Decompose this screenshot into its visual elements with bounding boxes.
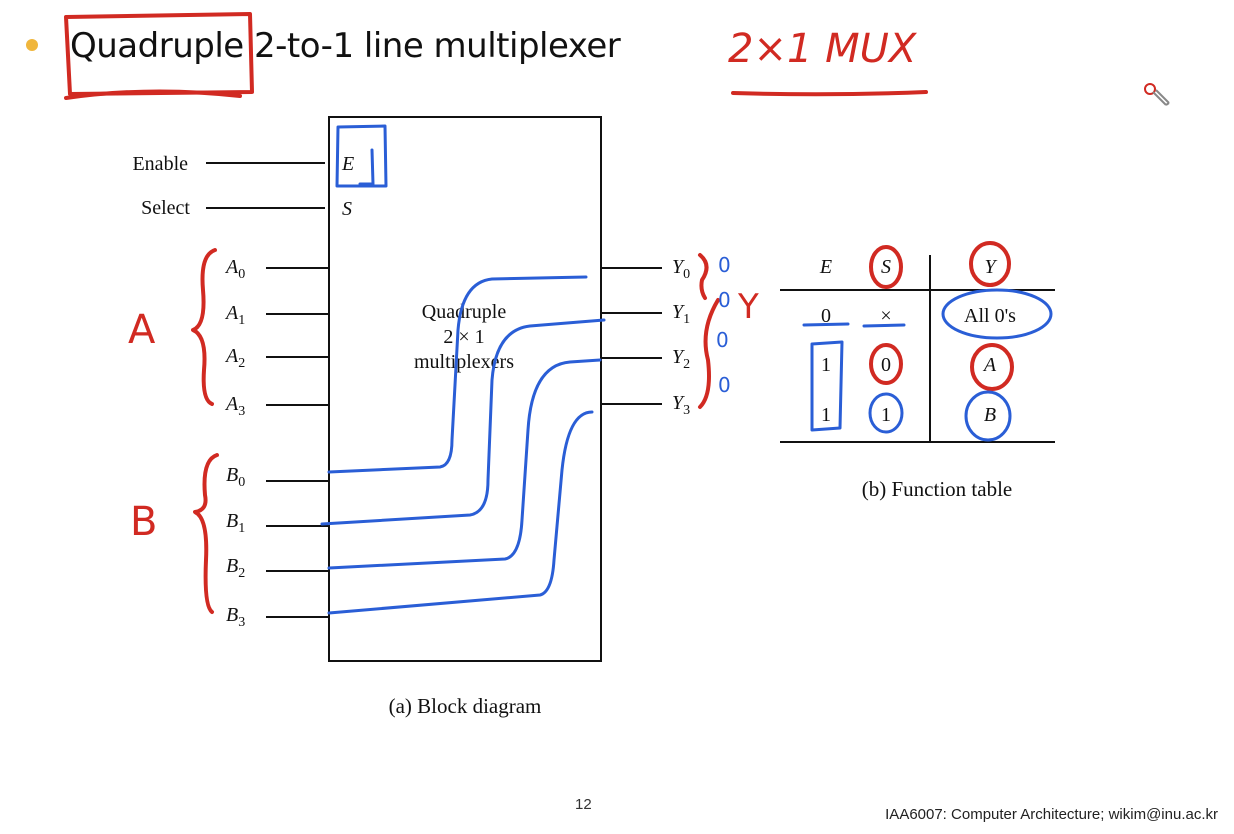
input-b3-label: B3 <box>226 604 245 630</box>
top-note-text: 2×1 MUX <box>728 26 918 72</box>
red-box-around-title-word <box>64 12 254 96</box>
zero-y0: 0 <box>718 253 731 277</box>
input-a2-label: A2 <box>224 345 245 371</box>
group-y-label: Y <box>737 287 759 327</box>
table-cell-e: 0 <box>821 305 831 327</box>
red-circle-header-s <box>869 245 903 289</box>
output-y1: Y1 <box>601 301 690 327</box>
slide-footer: IAA6007: Computer Architecture; wikim@in… <box>885 806 1218 823</box>
table-cell-s: × <box>880 305 891 327</box>
input-b1: B1 <box>226 510 329 536</box>
blue-ink-annotations: 0 0 0 0 <box>320 124 1053 615</box>
input-b2: B2 <box>226 555 329 581</box>
input-a2: A2 <box>224 345 329 371</box>
enable-label: Enable <box>132 153 188 175</box>
output-y3: Y3 <box>601 392 690 418</box>
input-b1-label: B1 <box>226 510 245 536</box>
blue-circle-b <box>964 390 1012 442</box>
blue-box-enable-pin <box>335 124 388 188</box>
red-brace-b <box>193 453 219 614</box>
blue-route-b1-y1 <box>320 318 606 526</box>
blue-circle-all-zeros <box>941 288 1053 340</box>
red-ink-annotations: 2×1 MUX A B Y <box>64 12 1014 614</box>
blue-circle-s1 <box>868 392 904 434</box>
output-y0: Y0 <box>601 256 690 282</box>
bullet-dot <box>26 39 38 51</box>
table-cell-s: 0 <box>881 354 891 376</box>
block-diagram-caption: (a) Block diagram <box>389 694 542 718</box>
enable-pin: E <box>341 153 354 175</box>
input-b2-label: B2 <box>226 555 245 581</box>
input-b0: B0 <box>226 464 329 490</box>
blue-route-b3-y3 <box>327 410 594 615</box>
input-a0-label: A0 <box>224 256 245 282</box>
table-cell-s: 1 <box>881 404 891 426</box>
mux-block <box>328 116 602 662</box>
group-b-label: B <box>130 499 157 545</box>
block-label-line3: multiplexers <box>414 351 514 373</box>
table-header-e: E <box>819 256 832 278</box>
block-label-line2: 2 × 1 <box>443 326 484 348</box>
title-rest: 2-to-1 line multiplexer <box>243 26 621 66</box>
red-brace-y <box>698 253 720 409</box>
table-header-y: Y <box>984 256 997 278</box>
blue-underline-e0 <box>802 322 850 327</box>
group-a-label: A <box>128 307 156 353</box>
table-cell-e: 1 <box>821 404 831 426</box>
table-row: 0 × All 0's <box>821 305 1016 327</box>
input-a1: A1 <box>224 302 329 328</box>
function-table-caption: (b) Function table <box>862 477 1012 501</box>
input-b0-label: B0 <box>226 464 245 490</box>
red-underline-top-note <box>731 90 928 97</box>
table-cell-e: 1 <box>821 354 831 376</box>
input-a1-label: A1 <box>224 302 245 328</box>
output-y3-label: Y3 <box>672 392 690 418</box>
zero-y2: 0 <box>716 328 729 352</box>
table-cell-y: B <box>984 404 996 426</box>
input-a0: A0 <box>224 256 329 282</box>
page-number: 12 <box>575 796 592 813</box>
cursor-pen-icon <box>1144 83 1170 106</box>
red-circle-s0 <box>869 343 903 385</box>
block-label-line1: Quadruple <box>422 301 507 323</box>
output-y1-label: Y1 <box>672 301 690 327</box>
zero-y1: 0 <box>718 288 731 312</box>
red-brace-a <box>191 248 217 406</box>
blue-route-b0-y0 <box>327 275 588 474</box>
red-circle-header-y <box>969 241 1011 287</box>
input-b3: B3 <box>226 604 329 630</box>
table-header-s: S <box>881 256 891 278</box>
title-highlighted-word: Quadruple <box>70 26 244 66</box>
input-a3-label: A3 <box>224 393 245 419</box>
zero-y3: 0 <box>718 373 731 397</box>
output-y0-label: Y0 <box>672 256 690 282</box>
red-circle-a <box>970 343 1014 391</box>
slide-title: Quadruple 2-to-1 line multiplexer <box>70 26 621 66</box>
select-pin: S <box>342 198 352 220</box>
select-label: Select <box>141 197 190 219</box>
table-cell-y: All 0's <box>964 305 1016 327</box>
input-a3: A3 <box>224 393 329 419</box>
table-cell-y: A <box>982 354 997 376</box>
red-underline-title-word <box>64 89 242 100</box>
output-y2-label: Y2 <box>672 346 690 372</box>
blue-enable-tick <box>358 148 375 186</box>
output-y2: Y2 <box>601 346 690 372</box>
blue-route-b2-y2 <box>327 358 602 570</box>
blue-box-e1-rows <box>810 340 844 432</box>
table-row: 1 1 B <box>821 404 996 426</box>
table-row: 1 0 A <box>821 354 997 376</box>
blue-underline-s-x <box>862 323 906 328</box>
